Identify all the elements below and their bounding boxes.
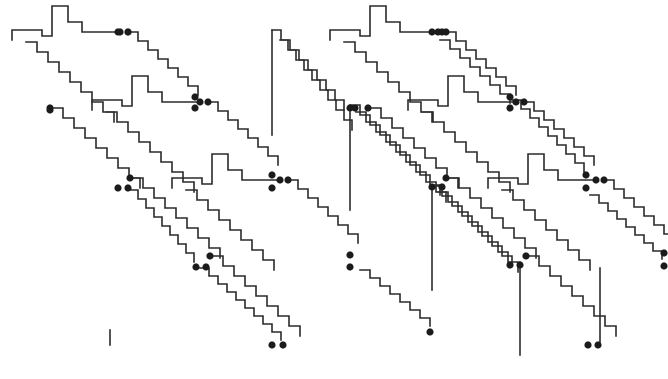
staircase-edge: [512, 100, 584, 172]
staircase-edge: [186, 190, 274, 270]
staircase-edge: [528, 256, 616, 336]
junction-node-icon: [594, 341, 601, 348]
staircase-edge: [128, 32, 198, 95]
junction-node-icon: [351, 104, 358, 111]
junction-node-icon: [284, 176, 291, 183]
staircase-edge: [438, 192, 518, 272]
junction-node-icon: [522, 252, 529, 259]
staircase-edge: [52, 108, 140, 188]
junction-node-icon: [516, 261, 523, 268]
staircase-edge: [524, 102, 594, 165]
junction-node-icon: [279, 341, 286, 348]
staircase-edge: [26, 42, 114, 122]
junction-node-icon: [520, 98, 527, 105]
junction-node-icon: [426, 328, 433, 335]
junction-node-icon: [191, 104, 198, 111]
junction-node-icon: [364, 104, 371, 111]
junction-node-icon: [192, 263, 199, 270]
tile-head: [172, 154, 280, 188]
staircase-edge: [132, 178, 220, 258]
junction-node-icon: [438, 183, 445, 190]
junction-node-icon: [506, 93, 513, 100]
tile-head: [488, 154, 596, 188]
junction-node-icon: [584, 341, 591, 348]
junction-node-icon: [204, 98, 211, 105]
junction-node-icon: [268, 171, 275, 178]
junction-node-icon: [268, 341, 275, 348]
junction-node-icon: [202, 263, 209, 270]
tile-outlines: [12, 6, 668, 355]
junction-node-icon: [428, 28, 435, 35]
junction-node-icon: [660, 249, 667, 256]
junction-node-icon: [126, 174, 133, 181]
staircase-edge: [360, 270, 430, 326]
staircase-edge: [200, 268, 281, 340]
staircase-edge: [502, 190, 590, 270]
junction-node-icon: [191, 93, 198, 100]
junction-node-icon: [346, 251, 353, 258]
junction-node-icon: [428, 183, 435, 190]
staircase-edge: [422, 112, 510, 192]
staircase-edge: [288, 180, 358, 243]
junction-node-icon: [592, 176, 599, 183]
junction-node-icon: [268, 184, 275, 191]
staircase-edge: [446, 32, 516, 95]
junction-node-icon: [506, 261, 513, 268]
tile-head: [12, 6, 120, 40]
junction-node-icon: [124, 184, 131, 191]
junction-node-icon: [506, 104, 513, 111]
staircase-edge: [208, 102, 278, 165]
junction-node-icon: [114, 28, 121, 35]
junction-node-icon: [438, 28, 445, 35]
junction-node-icon: [114, 184, 121, 191]
staircase-edge: [590, 195, 662, 259]
staircase-edge: [280, 40, 352, 130]
junction-node-icon: [442, 174, 449, 181]
junction-node-icon: [660, 262, 667, 269]
junction-node-icon: [124, 28, 131, 35]
staircase-edge: [106, 112, 194, 192]
junction-node-icon: [346, 263, 353, 270]
staircase-edge: [130, 190, 194, 262]
junction-node-icon: [582, 184, 589, 191]
staircase-edge: [212, 256, 300, 336]
junction-node-icon: [46, 106, 53, 113]
tile-head: [92, 76, 200, 110]
junction-node-icon: [600, 176, 607, 183]
junction-node-icon: [276, 176, 283, 183]
tile-head: [330, 6, 438, 40]
junction-node-icon: [206, 252, 213, 259]
junction-node-icon: [512, 98, 519, 105]
junction-node-icon: [582, 171, 589, 178]
